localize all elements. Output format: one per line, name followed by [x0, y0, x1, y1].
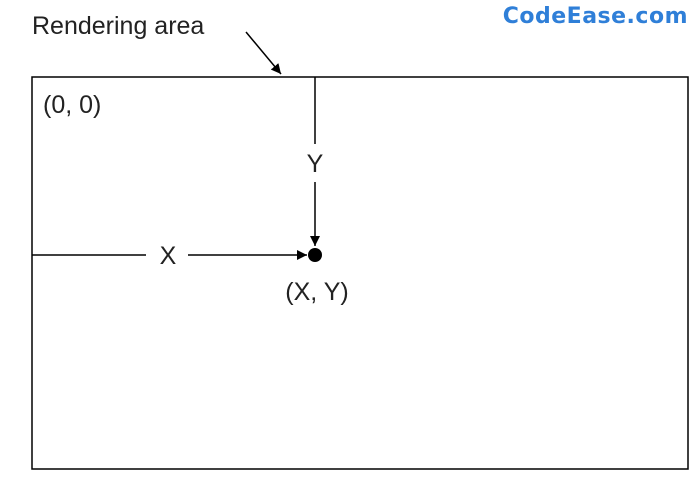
codeease-watermark: CodeEase.com: [502, 4, 688, 29]
origin-label: (0, 0): [43, 91, 101, 119]
rendering-area-frame: [31, 76, 689, 470]
point-label: (X, Y): [285, 278, 348, 306]
rendering-area-caption: Rendering area: [32, 12, 204, 40]
target-point: [308, 248, 322, 262]
caption-pointer-arrow: [245, 31, 282, 75]
x-axis-label: X: [160, 242, 177, 270]
y-axis-label: Y: [307, 150, 324, 178]
